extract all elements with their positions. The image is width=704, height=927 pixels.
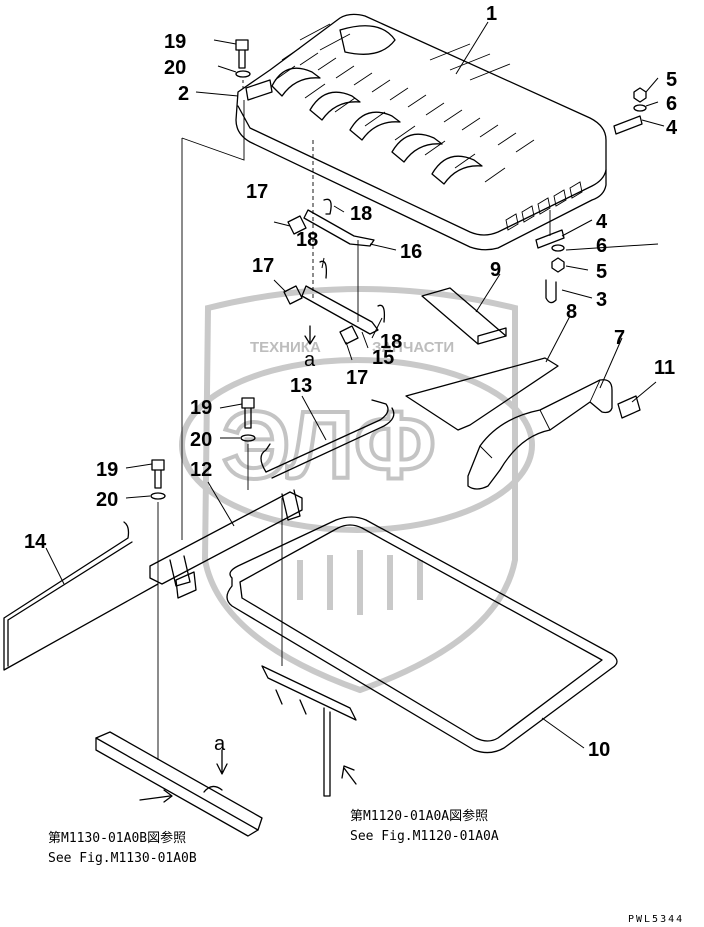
ref-note-left-en: See Fig.M1130-01A0B bbox=[48, 851, 197, 866]
label-part-2: 2 bbox=[178, 83, 189, 105]
bracket-lower-center bbox=[261, 665, 357, 721]
arrow-ref-a-lower bbox=[216, 749, 228, 775]
label-part-12: 12 bbox=[190, 459, 212, 481]
watermark: ТЕХНИКА ЗАПЧАСТИ ЭЛФ bbox=[179, 286, 535, 694]
label-part-9: 9 bbox=[490, 259, 501, 281]
label-part-19-left: 19 bbox=[96, 459, 118, 481]
bracket-part-16 bbox=[303, 209, 375, 247]
watermark-line2: ЗАПЧАСТИ bbox=[372, 339, 454, 356]
nut-part-5-top bbox=[633, 87, 647, 103]
rod-lower-center bbox=[323, 707, 331, 797]
bracket-part-15 bbox=[301, 285, 379, 335]
label-part-1: 1 bbox=[486, 3, 497, 25]
bolt-part-17-lower bbox=[339, 325, 359, 345]
bracket-part-2 bbox=[245, 79, 273, 101]
lower-bracket-ref-a bbox=[203, 785, 223, 793]
label-part-18-middle: 18 bbox=[296, 229, 318, 251]
watermark-logo: ЭЛФ bbox=[222, 392, 436, 499]
clip-part-18-upper bbox=[323, 198, 332, 215]
label-part-7: 7 bbox=[614, 327, 625, 349]
label-part-13: 13 bbox=[290, 375, 312, 397]
label-part-6-lower: 6 bbox=[596, 235, 607, 257]
bolt-part-17-middle bbox=[283, 285, 303, 305]
label-part-14: 14 bbox=[24, 531, 47, 553]
washer-part-20-top bbox=[235, 70, 251, 78]
label-part-17-middle: 17 bbox=[252, 255, 274, 277]
watermark-line1: ТЕХНИКА bbox=[250, 339, 321, 356]
label-part-10: 10 bbox=[588, 739, 610, 761]
nut-part-5-lower bbox=[551, 257, 565, 273]
label-part-4-top: 4 bbox=[666, 117, 678, 139]
seal-part-10 bbox=[226, 516, 618, 754]
pad-part-8 bbox=[405, 357, 559, 431]
label-part-3: 3 bbox=[596, 289, 607, 311]
panel-part-14 bbox=[3, 521, 159, 671]
ref-note-left-jp: 第M1130-01A0B図参照 bbox=[48, 830, 186, 846]
label-part-17-upper: 17 bbox=[246, 181, 268, 203]
arrow-ref-left bbox=[139, 789, 173, 803]
label-part-19-middle: 19 bbox=[190, 397, 212, 419]
bolt-part-19-top bbox=[235, 39, 249, 69]
bracket-part-12 bbox=[149, 491, 303, 585]
bracket-part-4-top bbox=[613, 115, 643, 135]
label-part-15: 15 bbox=[372, 347, 394, 369]
cover-part-1 bbox=[235, 13, 607, 251]
arrow-ref-a-upper bbox=[304, 325, 316, 345]
bolt-part-19-middle bbox=[241, 397, 255, 429]
label-ref-a-lower: a bbox=[214, 733, 226, 755]
label-part-20-left: 20 bbox=[96, 489, 118, 511]
washer-part-20-middle bbox=[240, 434, 256, 442]
label-part-18-lower: 18 bbox=[380, 331, 402, 353]
ref-note-right-jp: 第M1120-01A0A図参照 bbox=[350, 808, 488, 824]
label-part-11: 11 bbox=[654, 357, 675, 379]
label-part-20-middle: 20 bbox=[190, 429, 212, 451]
washer-part-20-left bbox=[150, 492, 166, 500]
reference-notes: 第M1130-01A0B図参照 See Fig.M1130-01A0B 第M11… bbox=[48, 808, 684, 925]
drawing-code: PWL5344 bbox=[628, 914, 684, 925]
bolt-part-17-upper bbox=[287, 215, 307, 235]
watermark-shield bbox=[201, 286, 518, 694]
washer-part-6-top bbox=[633, 104, 647, 112]
ubolt-part-3 bbox=[545, 279, 557, 304]
frame-lower-left bbox=[95, 731, 263, 831]
rod-part-13 bbox=[265, 399, 395, 479]
label-part-17-lower: 17 bbox=[346, 367, 368, 389]
label-part-4-lower: 4 bbox=[596, 211, 608, 233]
label-part-20-top: 20 bbox=[164, 57, 186, 79]
label-part-5-top: 5 bbox=[666, 69, 677, 91]
label-part-19-top: 19 bbox=[164, 31, 186, 53]
ref-note-right-en: See Fig.M1120-01A0A bbox=[350, 829, 499, 844]
label-part-16: 16 bbox=[400, 241, 422, 263]
guide-line-top-left bbox=[181, 100, 245, 161]
watermark-wheat bbox=[297, 550, 423, 615]
washer-part-6-lower bbox=[551, 244, 565, 252]
leader-lines bbox=[45, 21, 665, 749]
label-part-6-top: 6 bbox=[666, 93, 677, 115]
pad-part-11 bbox=[617, 395, 641, 419]
arrow-ref-right bbox=[341, 765, 357, 785]
label-part-18-upper: 18 bbox=[350, 203, 372, 225]
label-ref-a-upper: a bbox=[304, 349, 316, 371]
duct-part-7 bbox=[467, 379, 613, 490]
label-part-5-lower: 5 bbox=[596, 261, 607, 283]
label-part-8: 8 bbox=[566, 301, 577, 323]
clip-part-18-middle bbox=[319, 260, 328, 279]
clip-part-18-lower bbox=[377, 304, 386, 323]
bracket-part-4-lower bbox=[535, 229, 565, 249]
part-labels: 1 2 3 4 4 5 5 6 6 7 8 9 10 11 12 13 14 1… bbox=[24, 3, 678, 761]
bolt-part-19-left bbox=[151, 459, 165, 489]
